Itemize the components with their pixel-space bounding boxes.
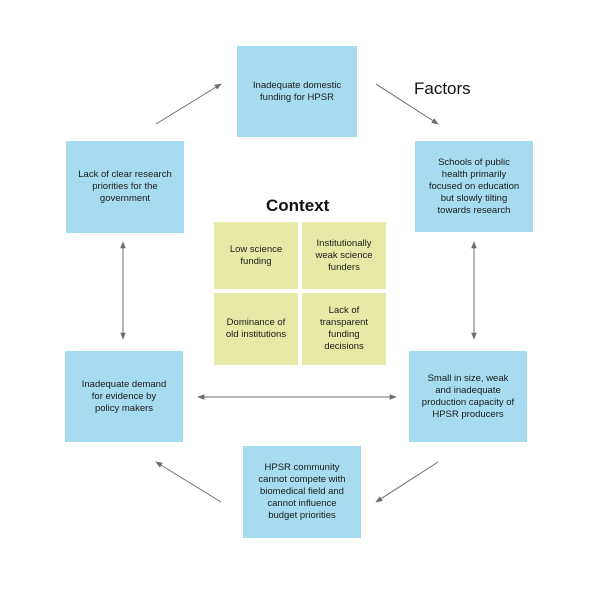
factor-text-demand-for-evidence: Inadequate demand for evidence by policy… [81,378,167,414]
context-text-transparent-funding: Lack of transparent funding decisions [319,305,369,352]
context-box-old-institutions: Dominance of old institutions [214,293,298,365]
factor-text-schools-public-health: Schools of public health primarily focus… [428,156,520,216]
context-heading: Context [266,196,330,215]
context-box-transparent-funding: Lack of transparent funding decisions [302,293,386,365]
factor-box-demand-for-evidence: Inadequate demand for evidence by policy… [65,351,183,442]
arrow-bottom-to-left-lower [155,461,222,503]
context-text-old-institutions: Dominance of old institutions [225,317,287,340]
factors-heading: Factors [414,79,471,98]
arrow-right-lower-to-bottom [375,461,439,503]
factor-box-schools-public-health: Schools of public health primarily focus… [415,141,533,232]
arrow-left-upper-to-top [155,83,222,125]
context-text-weak-science-funders: Institutionally weak science funders [315,237,373,273]
factor-text-producer-capacity: Small in size, weak and inadequate produ… [421,372,515,420]
arrow-top-to-right-upper [375,83,439,125]
factor-text-hpsr-community: HPSR community cannot compete with biome… [258,462,346,521]
context-box-weak-science-funders: Institutionally weak science funders [302,222,386,289]
factor-box-research-priorities: Lack of clear research priorities for th… [66,141,184,233]
factor-text-domestic-funding: Inadequate domestic funding for HPSR [252,79,342,103]
context-text-low-science-funding: Low science funding [229,243,283,267]
factor-box-producer-capacity: Small in size, weak and inadequate produ… [409,351,527,442]
factor-box-domestic-funding: Inadequate domestic funding for HPSR [237,46,357,137]
factor-text-research-priorities: Lack of clear research priorities for th… [78,169,172,204]
factor-box-hpsr-community: HPSR community cannot compete with biome… [243,446,361,538]
context-box-low-science-funding: Low science funding [214,222,298,289]
